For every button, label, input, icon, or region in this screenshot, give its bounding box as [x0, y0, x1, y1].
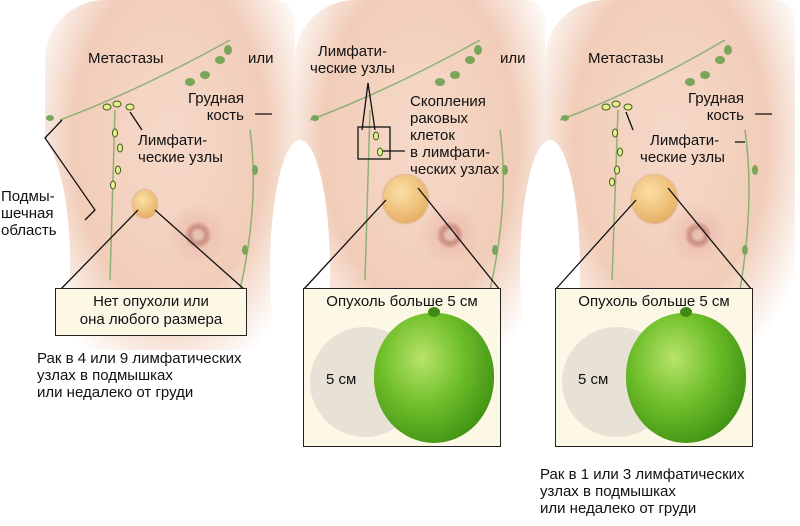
caption-line: или недалеко от груди — [540, 500, 697, 517]
metastases-label-3: Метастазы — [588, 50, 664, 67]
metastases-label-1: Метастазы — [88, 50, 164, 67]
label-line: шечная — [1, 205, 54, 222]
label-line: ческие узлы — [138, 149, 223, 166]
nipple-1 — [185, 222, 211, 248]
or-label-1: или — [248, 50, 274, 67]
box-text: Опухоль больше 5 см — [578, 293, 730, 310]
label-line: область — [1, 222, 57, 239]
label-line: в лимфати- — [410, 144, 491, 161]
label-line: она любого размера — [79, 311, 223, 328]
label-line: Подмы- — [1, 188, 55, 205]
lymph-nodes-label-1: Лимфати-ческие узлы — [138, 132, 223, 166]
lymph-nodes-label-2: Лимфати-ческие узлы — [310, 43, 395, 77]
size-label: 5 см — [578, 371, 609, 388]
caption-line: Рак в 1 или 3 лимфатических — [540, 466, 745, 483]
label-line: Лимфати- — [138, 132, 208, 149]
label-line: ческие узлы — [310, 60, 395, 77]
size-label: 5 см — [326, 371, 357, 388]
caption-line: узлах в подмышках — [37, 367, 173, 384]
tumor-size-box-2: Опухоль больше 5 см 5 см — [303, 288, 501, 447]
label-line: кость — [206, 107, 244, 124]
tumor-size-box-3: Опухоль больше 5 см 5 см — [555, 288, 753, 447]
caption-line: или недалеко от груди — [37, 384, 194, 401]
label-line: Скопления — [410, 93, 486, 110]
caption-line: Рак в 4 или 9 лимфатических — [37, 350, 242, 367]
label-line: ческие узлы — [640, 149, 725, 166]
label-line: Грудная — [688, 90, 744, 107]
label-line: Лимфати- — [317, 43, 387, 60]
armpit-1 — [0, 130, 70, 390]
box-text: Опухоль больше 5 см — [326, 293, 478, 310]
label-line: Нет опухоли или — [93, 293, 209, 310]
lymph-nodes-label-3: Лимфати-ческие узлы — [640, 132, 725, 166]
label-line: ческих узлах — [410, 161, 500, 178]
or-label-2: или — [500, 50, 526, 67]
label-line: клеток — [410, 127, 455, 144]
label-line: раковых — [410, 110, 469, 127]
caption-line: узлах в подмышках — [540, 483, 676, 500]
label-line: Грудная — [188, 90, 244, 107]
lime-illustration — [626, 307, 746, 443]
label-line: Лимфати- — [650, 132, 720, 149]
nipple-2 — [437, 222, 463, 248]
tumor-large-2 — [383, 175, 428, 223]
tumor-large-3 — [632, 175, 677, 223]
tumor-small — [133, 190, 157, 218]
label-line: кость — [706, 107, 744, 124]
lime-illustration — [374, 307, 494, 443]
